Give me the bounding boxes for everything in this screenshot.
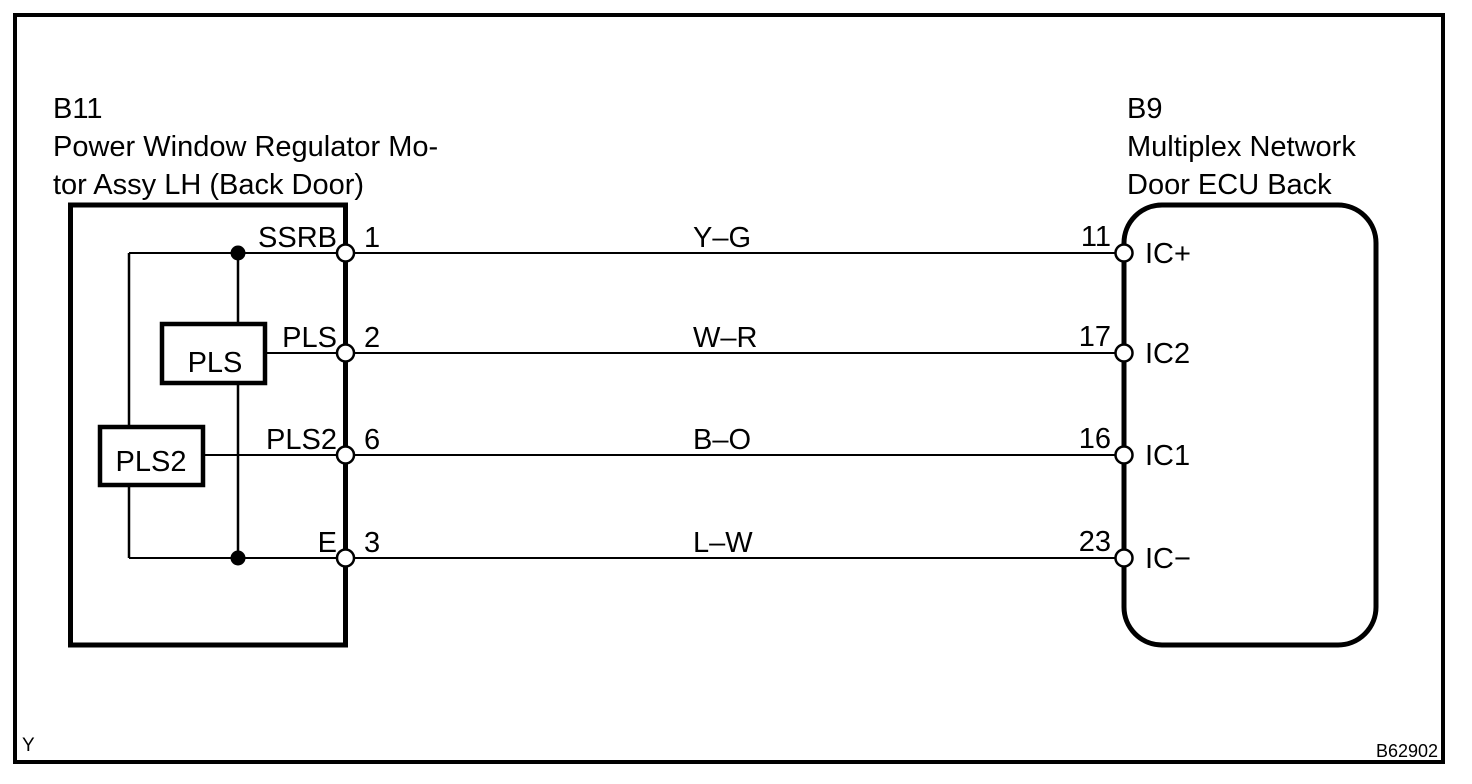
terminal-circle-6 — [335, 445, 356, 465]
wire-color-label-yg: Y–G — [693, 222, 751, 254]
figure-code: B62902 — [1376, 741, 1438, 761]
terminal-circle-23 — [1114, 548, 1134, 568]
right-component-name-line2: Door ECU Back — [1127, 169, 1332, 201]
right-pin-number-17: 17 — [1079, 321, 1111, 353]
terminal-circle-1 — [335, 243, 356, 263]
junction-dot-bottom — [230, 550, 246, 566]
junction-dot-top — [230, 245, 246, 261]
right-pin-name-ic2: IC2 — [1145, 338, 1190, 370]
right-pin-number-16: 16 — [1079, 423, 1111, 455]
left-component-name-line1: Power Window Regulator Mo- — [53, 131, 438, 163]
pls-block-label: PLS — [188, 347, 243, 379]
wire-color-label-lw: L–W — [693, 527, 753, 559]
left-pin-name-ssrb: SSRB — [258, 222, 337, 254]
right-component-name-line1: Multiplex Network — [1127, 131, 1356, 163]
right-pin-number-23: 23 — [1079, 526, 1111, 558]
terminal-circle-2 — [335, 343, 356, 363]
terminal-circle-11 — [1114, 243, 1134, 263]
right-component-box — [1121, 202, 1379, 648]
left-pin-number-2: 2 — [364, 322, 380, 354]
diagram-frame — [13, 13, 1445, 764]
left-pin-name-pls: PLS — [282, 322, 337, 354]
left-pin-number-3: 3 — [364, 527, 380, 559]
right-pin-number-11: 11 — [1081, 221, 1111, 253]
left-pin-number-6: 6 — [364, 424, 380, 456]
left-component-box — [68, 202, 348, 648]
left-component-id: B11 — [53, 93, 102, 125]
pls2-block-label: PLS2 — [116, 446, 187, 478]
terminal-circle-17 — [1114, 343, 1134, 363]
pls2-block-box — [97, 424, 206, 488]
left-pin-name-pls2: PLS2 — [266, 424, 337, 456]
left-pin-number-1: 1 — [364, 222, 380, 254]
right-pin-name-icminus: IC− — [1145, 543, 1191, 575]
terminal-circle-16 — [1114, 445, 1134, 465]
right-component-id: B9 — [1127, 93, 1162, 125]
left-component-name-line2: tor Assy LH (Back Door) — [53, 169, 364, 201]
right-pin-name-ic1: IC1 — [1145, 440, 1190, 472]
wire-color-label-wr: W–R — [693, 322, 757, 354]
terminal-circle-3 — [335, 548, 356, 568]
left-pin-name-e: E — [318, 527, 337, 559]
footer-left-code: Y — [22, 735, 35, 756]
wire-color-label-bo: B–O — [693, 424, 751, 456]
right-pin-name-icplus: IC+ — [1145, 238, 1191, 270]
pls-block-box — [159, 321, 268, 386]
